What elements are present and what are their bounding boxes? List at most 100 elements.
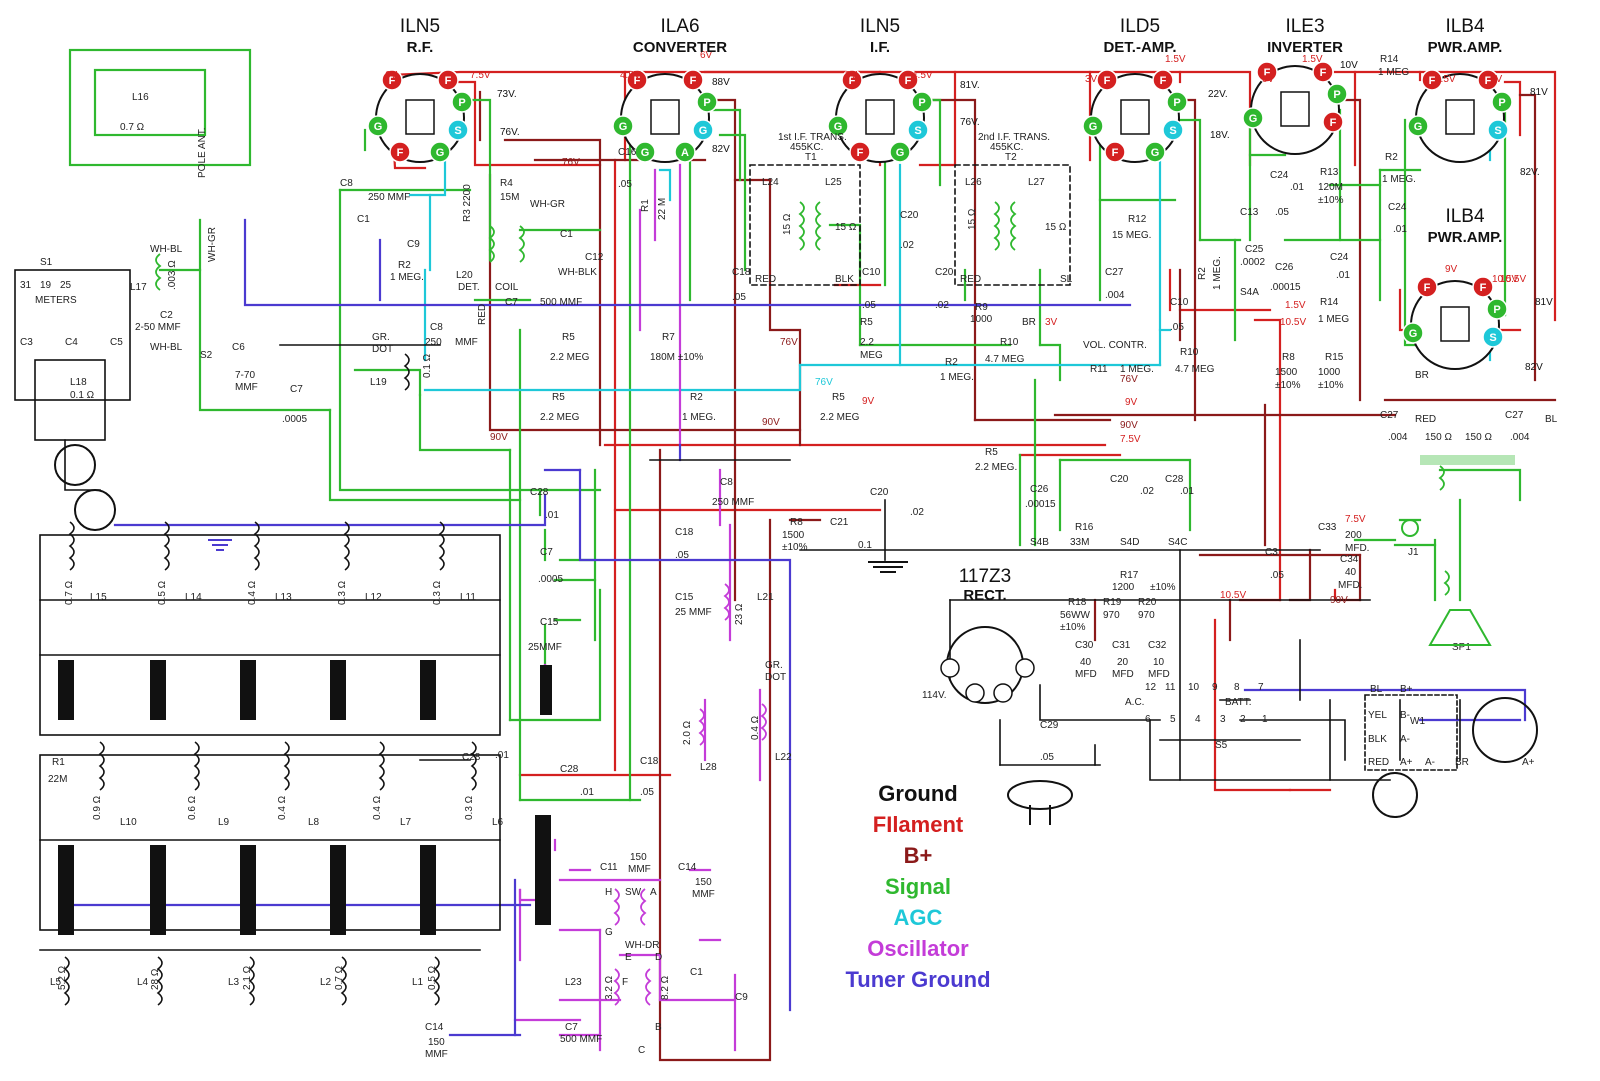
bus-v-90a: 90V [490,432,508,443]
label-c10b: C10 [1170,297,1189,308]
label-c9: C9 [407,239,420,250]
label-c14b: C14 [425,1022,444,1033]
label-r19-val: 970 [1103,610,1120,621]
tube-func-v3: I.F. [870,39,890,56]
label-r15-tol: ±10% [1318,380,1344,391]
tube-pin-label: G [1151,147,1160,159]
label-s4b: S4B [1030,537,1049,548]
s5-term-2: 2 [1240,714,1246,725]
label-s1-19: 19 [40,280,52,291]
bus-v-76c: 76V [815,377,833,388]
s5-term-12: 12 [1145,682,1157,693]
tube-pin-label: F [849,75,856,87]
label-c3b-val: .05 [1270,570,1284,581]
label-bl2: BL [1370,684,1383,695]
label-t1-r: 15 Ω [835,222,857,233]
label-c32-unit: MFD [1148,669,1170,680]
tube-title-v4: ILD5 [1120,16,1160,37]
tube-pin-label: P [918,97,925,109]
label-r1: R1 [640,199,651,212]
label-r1b: R1 [52,757,65,768]
label-t1-b: 455KC. [790,142,823,153]
bus-v-9a: 9V [862,396,875,407]
tube-pin-g [827,115,849,137]
tube-pin-s [447,119,469,141]
label-c7d-val: .0005 [538,574,563,585]
tube-pin-label: F [1330,117,1337,129]
label-c11-val: 150 [630,852,647,863]
bus-v-105b: 10.5V [1220,590,1246,601]
label-aplus2: A+ [1522,757,1535,768]
tube-pin-f [1477,69,1499,91]
label-c8c: C8 [720,477,733,488]
label-r2b: R2 [690,392,703,403]
tube-pin-label: G [1409,328,1418,340]
filament-voltage-left: 6V [385,70,398,81]
label-gr-dot4: DOT [765,672,786,683]
label-c6-unit: MMF [235,382,258,393]
label-l3: L3 [228,977,240,988]
label-bminus: B- [1400,710,1410,721]
s5-term-11: 11 [1165,682,1176,693]
devices [54,201,1538,1006]
tube-pin-label: G [619,121,628,133]
tube-pin-label: P [1333,89,1340,101]
label-c11-unit: MMF [628,864,651,875]
label-r18-val: 56WW [1060,610,1091,621]
label-r5-val: 2.2 MEG [550,352,590,363]
tube-pin-label: F [1112,147,1119,159]
tube-pin-f [1322,111,1344,133]
wiring [14,48,1557,1062]
s5-term-4: 4 [1195,714,1201,725]
label-c9b: C9 [735,992,748,1003]
label-l8-val: 0.4 Ω [277,795,288,820]
ground-wires [14,164,1461,951]
label-c32-val: 10 [1153,657,1165,668]
label-l16: L16 [132,92,149,103]
label-l2-val: 0.7 Ω [334,965,345,990]
label-out-l: 150 Ω [1425,432,1452,443]
tube-pin-label: F [389,75,396,87]
label-l18-val: 0.1 Ω [70,390,95,401]
tube-func-v5: INVERTER [1267,39,1343,56]
rect-pin-k-circle [940,658,960,678]
label-blk: BLK [835,274,854,285]
label-l26: L26 [965,177,982,188]
bus-v-15a: 1.5V [1285,300,1306,311]
label-c3b: C3 [1265,547,1278,558]
label-out-r: 150 Ω [1465,432,1492,443]
label-r3: R3 2200 [462,184,473,222]
tube-pin-f [682,69,704,91]
label-l18: L18 [70,377,87,388]
label-l25: L25 [825,177,842,188]
tube-pin-label: A [681,147,689,159]
label-s4a: S4A [1240,287,1259,298]
label-c6: C6 [232,342,245,353]
tube-pin-label: F [1485,75,1492,87]
label-c30-unit: MFD [1075,669,1097,680]
tube-pin-label: F [1104,75,1111,87]
label-r5: R5 [562,332,575,343]
label-l8: L8 [308,817,320,828]
osc-coil-icons [613,583,767,1006]
label-r14b-val: 1 MEG [1318,314,1349,325]
label-r17: R17 [1120,570,1139,581]
label-r8b-tol: ±10% [782,542,808,553]
label-br: BR [1022,317,1036,328]
tuner-contacts [58,660,552,935]
tube-title-v7: ILB4 [1445,206,1485,227]
s5-term-6: 6 [1145,714,1151,725]
label-vol: VOL. CONTR. [1083,340,1147,351]
label-c33-unit: MFD. [1345,543,1369,554]
label-s1: S1 [40,257,53,268]
tube-pin-f [437,69,459,91]
label-c32: C32 [1148,640,1167,651]
label-r5d: R5 [832,392,845,403]
label-c33-val: 200 [1345,530,1362,541]
rect-pin-h2-circle [993,683,1013,703]
label-r2c-val: 1 MEG. [940,372,974,383]
